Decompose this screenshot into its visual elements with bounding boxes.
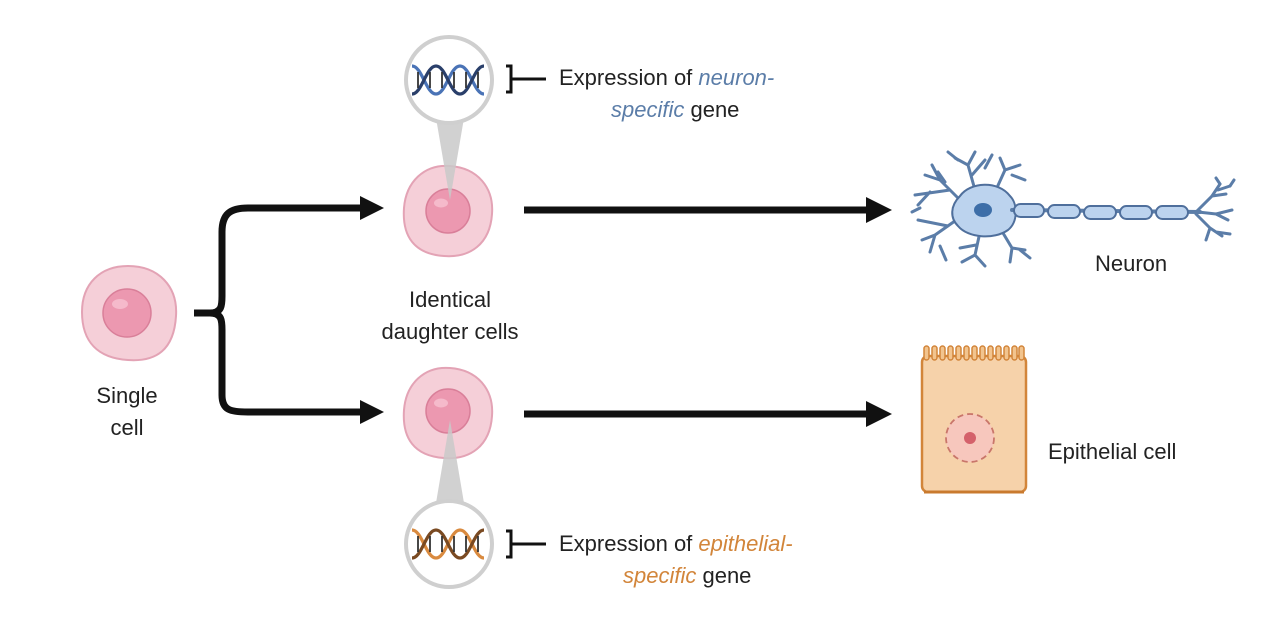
daughter-cell-bottom [402, 366, 494, 460]
expression-neuron-emph1: neuron- [698, 65, 775, 90]
single-cell-label: Single cell [62, 380, 192, 444]
expression-neuron-suffix: gene [684, 97, 740, 122]
neuron-label: Neuron [1095, 251, 1168, 276]
expression-neuron-line2: specific gene [559, 94, 859, 126]
daughter-cells-label-line1: Identical [409, 287, 491, 312]
expression-epithelial-line1: Expression of epithelial- [559, 528, 879, 560]
expression-neuron-emph2: specific [611, 97, 685, 122]
microvilli [923, 345, 1025, 361]
expression-epithelial-label: Expression of epithelial- specific gene [559, 528, 879, 592]
arrowhead-top [360, 196, 384, 220]
expression-epithelial-emph1: epithelial- [698, 531, 793, 556]
gene-bracket-top [506, 64, 546, 94]
single-cell-label-line2: cell [110, 415, 144, 440]
arrowhead-bottom [360, 400, 384, 424]
branch-arrows [194, 204, 362, 416]
daughter-cells-label-line2: daughter cells [381, 319, 519, 344]
expression-neuron-line1: Expression of neuron- [559, 62, 859, 94]
neuron-illustration [910, 150, 1236, 268]
arrowhead-epithelial [866, 401, 892, 427]
daughter-cells-label: Identical daughter cells [340, 284, 560, 348]
expression-epithelial-emph2: specific [623, 563, 697, 588]
dna-helix-icon [411, 528, 485, 560]
single-cell [80, 264, 178, 362]
expression-epithelial-prefix: Expression of [559, 531, 699, 556]
gene-bracket-bottom [506, 529, 546, 559]
expression-epithelial-suffix: gene [696, 563, 752, 588]
arrowhead-neuron [866, 197, 892, 223]
callout-pointer-top [436, 118, 464, 200]
single-cell-label-line1: Single [96, 383, 158, 408]
dna-callout-top [404, 35, 494, 125]
epithelial-cell-illustration [920, 345, 1028, 494]
epithelial-cell-label: Epithelial cell [1048, 439, 1177, 464]
expression-epithelial-line2: specific gene [559, 560, 879, 592]
callout-pointer-bottom [436, 420, 464, 503]
expression-neuron-label: Expression of neuron- specific gene [559, 62, 859, 126]
expression-neuron-prefix: Expression of [559, 65, 699, 90]
dna-callout-bottom [404, 499, 494, 589]
dna-helix-icon [411, 64, 485, 96]
daughter-cell-top [402, 164, 494, 258]
